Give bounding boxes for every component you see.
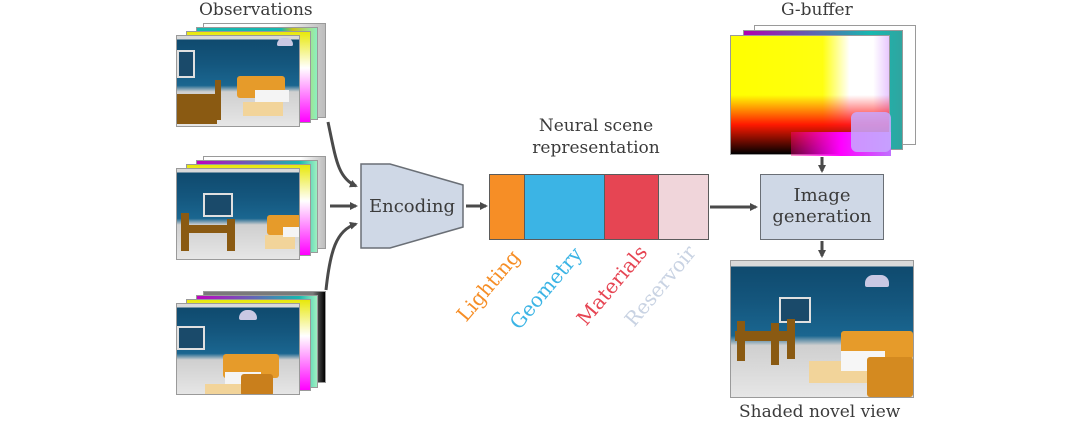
neural-scene-title-line2: representation [532,138,660,158]
observation-image-1 [176,35,300,127]
observations-title: Observations [199,0,313,20]
segment-reservoir [659,175,708,239]
neural-scene-title: Neural scene representation [532,115,660,159]
image-generation-block: Image generation [760,174,884,240]
gbuffer-image [730,35,891,156]
segment-lighting [490,175,525,239]
shaded-novel-view-image [730,260,914,398]
observation-image-3 [176,303,300,395]
neural-scene-title-line1: Neural scene [538,116,654,136]
encoding-label: Encoding [368,195,456,217]
segment-materials [605,175,659,239]
arrow-obs1-to-encoding [326,121,358,188]
gbuffer-title: G-buffer [781,0,853,20]
segment-geometry [525,175,605,239]
image-generation-label-line1: Image [793,185,851,207]
encoding-block [360,163,464,249]
shaded-novel-view-title: Shaded novel view [739,402,901,422]
image-generation-label-line2: generation [772,206,872,227]
representation-vector [489,174,709,240]
observation-image-2 [176,168,300,260]
arrow-obs3-to-encoding [324,221,358,291]
